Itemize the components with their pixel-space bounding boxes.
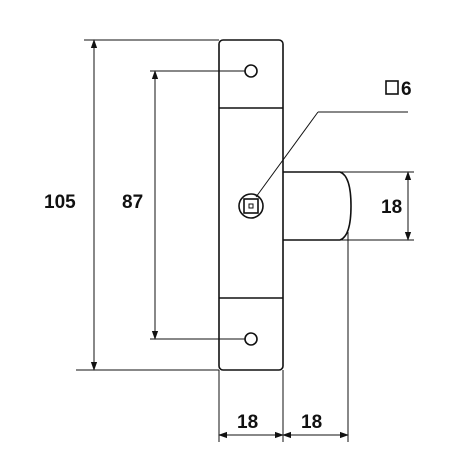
overall-height-label: 105 (44, 192, 76, 213)
bottom-mounting-hole (244, 332, 258, 346)
square-drive-size: 6 (401, 79, 412, 100)
body-width-label: 18 (237, 412, 258, 433)
square-symbol-icon (385, 80, 399, 95)
spindle (283, 171, 352, 241)
square-drive-hub (238, 193, 264, 219)
square-drive-leader (255, 111, 408, 198)
hole-spacing-label: 87 (122, 192, 143, 213)
extension-lines (76, 39, 414, 442)
lock-body (218, 39, 284, 371)
top-mounting-hole (244, 64, 258, 78)
spindle-height-label: 18 (381, 197, 402, 218)
spindle-projection-label: 18 (301, 412, 322, 433)
